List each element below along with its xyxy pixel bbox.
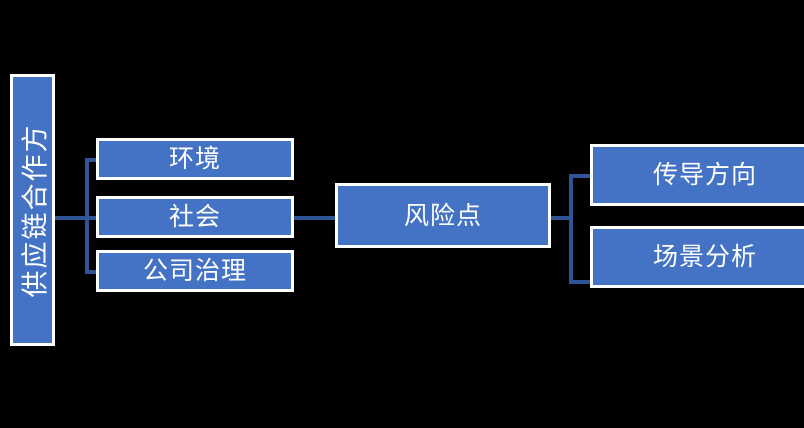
- node-risk-point-label: 风险点: [403, 200, 482, 230]
- node-supply-chain-partner-label: 供应链合作方: [20, 123, 51, 297]
- node-scenario-analysis[interactable]: 场景分析: [590, 226, 804, 288]
- node-transmission-direction[interactable]: 传导方向: [590, 144, 804, 206]
- connector-outcome-stub-direction: [569, 174, 593, 178]
- connector-esg-to-risk-point: [294, 216, 338, 220]
- node-corporate-governance-label: 公司治理: [142, 256, 247, 286]
- node-social-label: 社会: [168, 202, 221, 232]
- node-social[interactable]: 社会: [96, 196, 294, 238]
- connector-esg-stub-governance: [85, 270, 98, 274]
- connector-risk-point-to-outcome-trunk: [551, 216, 573, 220]
- connector-esg-stub-environment: [85, 158, 98, 162]
- connector-outcome-stub-scenario: [569, 280, 593, 284]
- node-supply-chain-partner[interactable]: 供应链合作方: [10, 74, 55, 346]
- node-corporate-governance[interactable]: 公司治理: [96, 250, 294, 292]
- connector-esg-stub-social: [85, 216, 98, 220]
- node-scenario-analysis-label: 场景分析: [652, 242, 757, 272]
- connector-root-to-esg-trunk: [55, 216, 89, 220]
- node-environment[interactable]: 环境: [96, 138, 294, 180]
- node-environment-label: 环境: [168, 144, 221, 174]
- node-transmission-direction-label: 传导方向: [652, 160, 757, 190]
- connector-outcome-vertical-trunk: [569, 174, 573, 284]
- node-risk-point[interactable]: 风险点: [335, 183, 551, 248]
